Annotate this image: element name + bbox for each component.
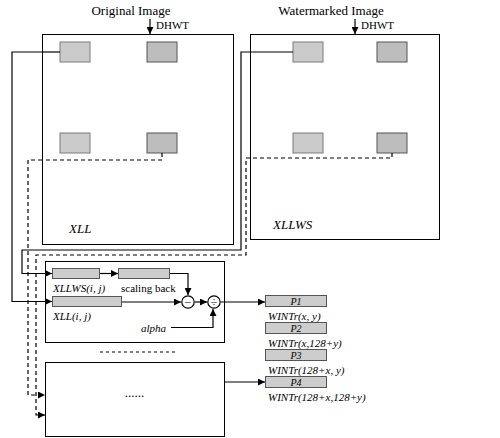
coefficient-bar: XLLWS(i, j)	[52, 268, 100, 279]
divide-operator: ÷	[207, 295, 221, 309]
process-box: alphaXLLWS(i, j)scaling backXLL(i, j)−÷	[45, 261, 225, 343]
part-number: P2	[266, 323, 326, 334]
image-patch	[293, 42, 323, 62]
image-patch	[60, 133, 90, 153]
output-bar: P3WINTr(128+x, y)	[265, 349, 327, 361]
flow-arrow	[22, 52, 250, 274]
coefficient-bar: XLL(i, j)	[52, 296, 122, 307]
operator-circle	[182, 296, 194, 308]
patch-lead	[42, 153, 162, 160]
process-box: ......	[45, 362, 225, 437]
scaling-label: scaling back	[121, 282, 176, 295]
subband-label: XLL	[69, 221, 91, 236]
patch-lead	[42, 51, 60, 52]
patch-lead	[250, 153, 392, 158]
coefficient-label: XLL(i, j)	[53, 310, 91, 323]
image-title: Watermarked Image	[236, 3, 426, 18]
image-frame: Watermarked ImageXLLWS	[250, 34, 440, 240]
operator-symbol: ÷	[207, 295, 221, 309]
flow-arrow	[225, 381, 265, 382]
scaling-bar: scaling back	[118, 268, 170, 279]
image-title: Original Image	[35, 3, 227, 18]
alpha-arrow	[171, 309, 213, 328]
output-bar: P2WINTr(x,128+y)	[265, 322, 327, 334]
subband-label: XLLWS	[273, 217, 312, 232]
flow-arrow	[195, 301, 207, 302]
output-bar: P4WINTr(128+x,128+y)	[265, 376, 327, 388]
image-patch	[60, 42, 90, 62]
image-patch	[147, 42, 177, 62]
alpha-label: alpha	[141, 322, 166, 335]
part-number: P3	[266, 350, 326, 361]
operator-circle	[208, 296, 220, 308]
flow-arrow	[221, 301, 265, 302]
flow-arrow	[12, 52, 52, 302]
output-bar: P1WINTr(x, y)	[265, 295, 327, 307]
ellipsis: ......	[46, 385, 223, 400]
subtract-operator: −	[181, 295, 195, 309]
image-patch	[293, 133, 323, 153]
transform-arrow	[354, 19, 355, 34]
coefficient-label: XLLWS(i, j)	[53, 282, 105, 295]
continuation-dashes	[100, 351, 178, 352]
flow-arrow	[100, 273, 118, 274]
image-patch	[147, 133, 177, 153]
part-number: P4	[266, 377, 326, 388]
image-patch	[377, 42, 407, 62]
image-frame: Original ImageXLL	[42, 34, 234, 245]
dashed-arrow	[36, 158, 250, 415]
image-patch	[377, 133, 407, 153]
transform-label: DHWT	[156, 19, 189, 32]
flow-arrow	[122, 301, 181, 302]
patch-lead	[250, 51, 293, 52]
part-number: P1	[266, 296, 326, 307]
watermark-index: WINTr(128+x,128+y)	[268, 391, 366, 404]
transform-arrow	[149, 19, 150, 34]
operator-symbol: −	[181, 295, 195, 309]
transform-label: DHWT	[361, 19, 394, 32]
